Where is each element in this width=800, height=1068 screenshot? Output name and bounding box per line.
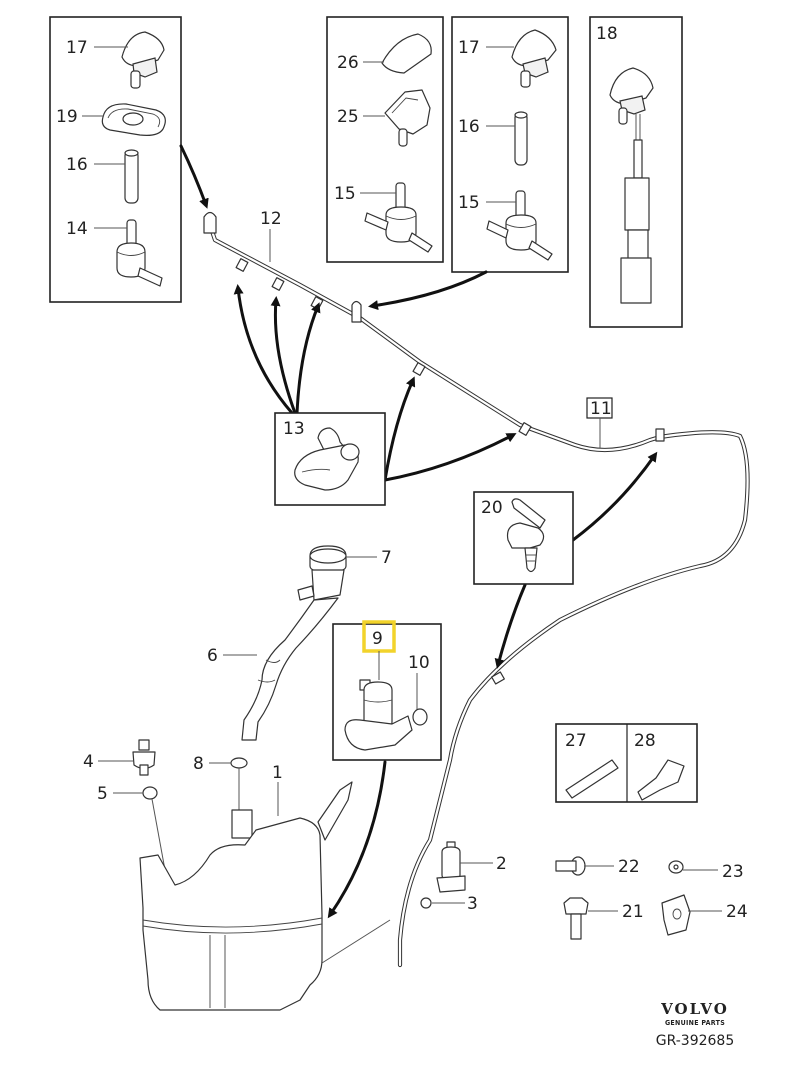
callout-17b: 17	[458, 38, 480, 58]
hose-assembly: 12 11	[203, 209, 750, 968]
callout-25: 25	[337, 107, 359, 127]
callout-12: 12	[260, 209, 282, 229]
filler-assembly: 7 6 8	[193, 545, 392, 810]
grommet-icon	[420, 897, 432, 909]
push-clip-icon	[506, 498, 546, 573]
hose-connector-icon	[637, 759, 685, 801]
nozzle-grommet-icon	[101, 103, 166, 136]
washer-pump-icon	[344, 679, 428, 751]
t-connector-icon	[364, 182, 433, 253]
callout-1: 1	[272, 763, 283, 783]
box-c-nozzle-kit: 17 16 15	[451, 16, 569, 273]
hose-clip-icon	[294, 427, 360, 491]
box-20-hose-clip: 20	[473, 491, 574, 585]
callout-17: 17	[66, 38, 88, 58]
washer-reservoir-icon: 1	[139, 763, 391, 1011]
callout-15a: 15	[334, 184, 356, 204]
callout-28: 28	[634, 731, 656, 751]
callout-11: 11	[590, 399, 612, 419]
callout-23: 23	[722, 862, 744, 882]
nozzle-cover-icon	[381, 33, 432, 74]
callout-16b: 16	[458, 117, 480, 137]
seal-ring-icon	[230, 757, 248, 769]
box-d-heated-nozzle: 18	[589, 16, 683, 328]
callout-20: 20	[481, 498, 503, 518]
clip-nut-icon	[661, 894, 691, 936]
callout-7: 7	[381, 548, 392, 568]
box-pump: 9 10	[332, 620, 442, 761]
box-a-nozzle-kit: 17 19 16 14	[49, 16, 182, 303]
hose-piece-icon	[514, 111, 528, 166]
bolt-icon	[563, 897, 589, 940]
callout-2: 2	[496, 854, 507, 874]
box-13-hose-clip: 13	[274, 412, 386, 506]
grommet-icon	[142, 786, 158, 800]
washer-nozzle-icon	[121, 31, 165, 89]
callout-22: 22	[618, 857, 640, 877]
box-b-nozzle-kit: 26 25 15	[326, 16, 444, 263]
callout-18: 18	[596, 24, 618, 44]
check-valve-icon	[116, 219, 163, 287]
callout-4: 4	[83, 752, 94, 772]
diagram-code: GR-392685	[655, 1033, 735, 1049]
washer-nozzle-icon	[511, 29, 557, 88]
level-sensor-icon	[132, 739, 156, 776]
hose-piece-icon	[124, 149, 139, 204]
washer-icon	[668, 860, 684, 874]
callout-16: 16	[66, 155, 88, 175]
hose-clip-icon	[203, 211, 665, 685]
callout-5: 5	[97, 784, 108, 804]
callout-6: 6	[207, 646, 218, 666]
nozzle-body-icon	[384, 89, 431, 147]
heated-nozzle-icon	[609, 67, 654, 304]
callout-8: 8	[193, 754, 204, 774]
assembly-arrows	[179, 144, 658, 919]
pump-2-group: 2 3	[420, 841, 507, 914]
callout-27: 27	[565, 731, 587, 751]
filler-cap-icon	[309, 545, 347, 573]
callout-24: 24	[726, 902, 748, 922]
callout-26: 26	[337, 53, 359, 73]
callout-21: 21	[622, 902, 644, 922]
plastic-clip-icon	[555, 856, 586, 876]
brand-block: VOLVO GENUINE PARTS GR-392685	[640, 1000, 750, 1049]
callout-13: 13	[283, 419, 305, 439]
fasteners: 22 23 21 24	[555, 856, 748, 940]
washer-pump-icon	[436, 841, 466, 893]
brand-logo: VOLVO	[661, 1000, 729, 1018]
t-connector-icon	[486, 190, 553, 261]
callout-9: 9	[372, 629, 383, 649]
callout-3: 3	[467, 894, 478, 914]
box-connectors: 27 28	[555, 723, 698, 803]
brand-subtitle: GENUINE PARTS	[664, 1019, 726, 1027]
callout-14: 14	[66, 219, 88, 239]
callout-15b: 15	[458, 193, 480, 213]
callout-10: 10	[408, 653, 430, 673]
hose-connector-icon	[565, 759, 619, 799]
callout-19: 19	[56, 107, 78, 127]
level-sensor-group: 4 5	[83, 739, 166, 871]
